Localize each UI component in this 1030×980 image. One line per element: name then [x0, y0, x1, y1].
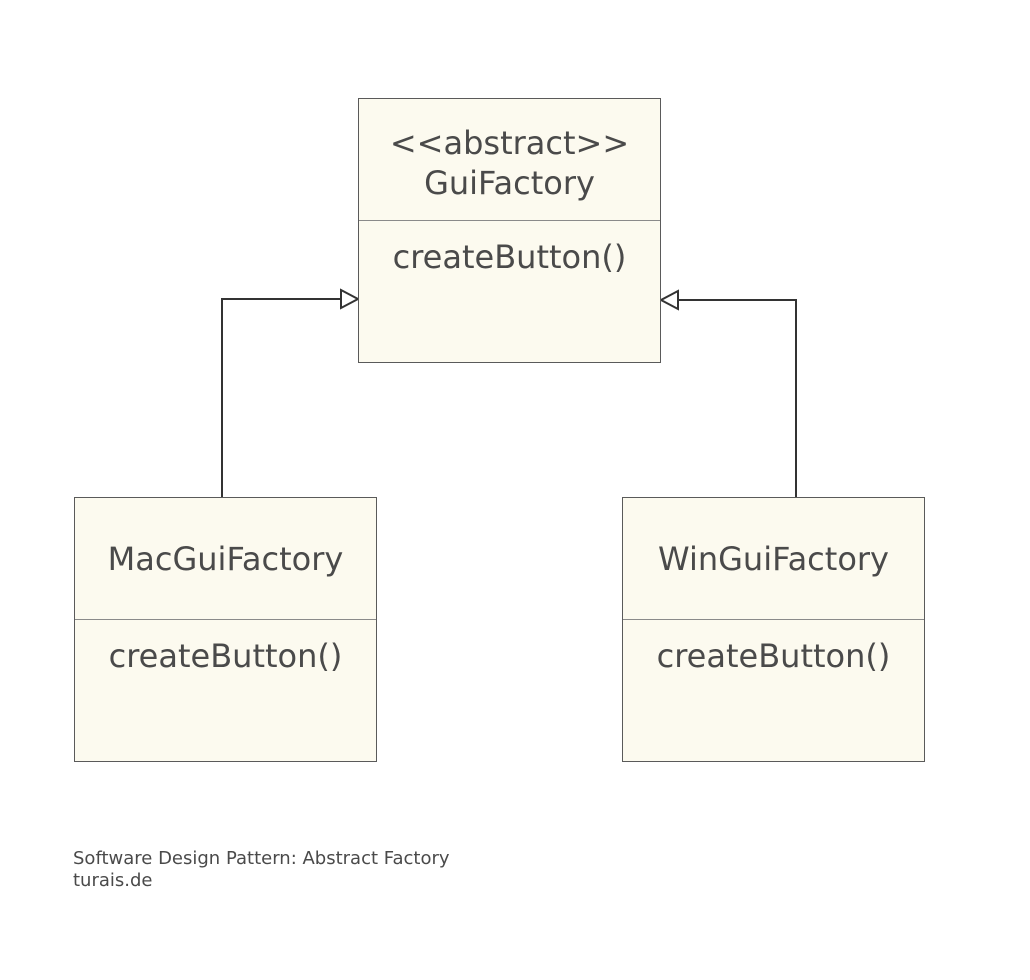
class-name: GuiFactory: [424, 163, 595, 202]
win-class-methods: createButton(): [623, 620, 924, 676]
class-method: createButton(): [656, 637, 891, 675]
class-method: createButton(): [392, 238, 627, 276]
abstract-class-methods: createButton(): [359, 221, 660, 277]
mac-arrowhead-icon: [340, 288, 361, 310]
class-winguifactory: WinGuiFactory createButton(): [622, 497, 925, 762]
abstract-class-header: <<abstract>> GuiFactory: [359, 99, 660, 221]
abstract-class-guifactory: <<abstract>> GuiFactory createButton(): [358, 98, 661, 363]
diagram-caption: Software Design Pattern: Abstract Factor…: [73, 848, 450, 892]
mac-class-methods: createButton(): [75, 620, 376, 676]
caption-source: turais.de: [73, 870, 153, 891]
win-inheritance-arrow: [658, 289, 797, 497]
win-class-header: WinGuiFactory: [623, 498, 924, 620]
class-name: WinGuiFactory: [658, 539, 889, 578]
mac-class-header: MacGuiFactory: [75, 498, 376, 620]
class-name: MacGuiFactory: [107, 539, 344, 578]
win-arrowhead-icon: [658, 289, 679, 311]
class-method: createButton(): [108, 637, 343, 675]
caption-title: Software Design Pattern: Abstract Factor…: [73, 848, 450, 869]
class-macguifactory: MacGuiFactory createButton(): [74, 497, 377, 762]
mac-inheritance-arrow: [221, 288, 361, 497]
class-stereotype: <<abstract>>: [389, 123, 630, 162]
